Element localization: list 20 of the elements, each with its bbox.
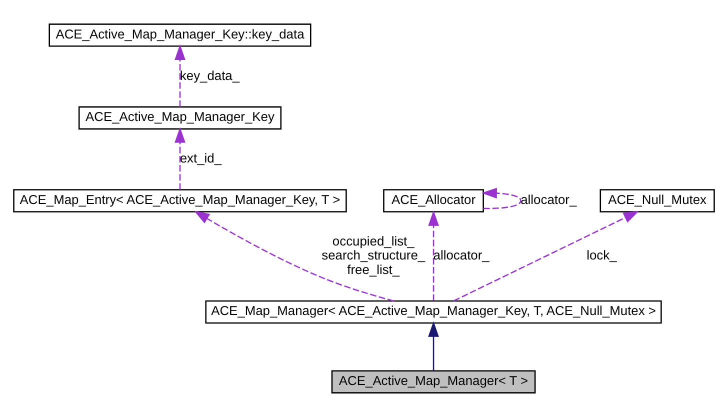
node-box: ACE_Active_Map_Manager_Key bbox=[78, 106, 282, 130]
edge-label: key_data_ bbox=[180, 67, 240, 82]
arrow bbox=[194, 210, 394, 302]
node-box: ACE_Map_Manager< ACE_Active_Map_Manager_Key, T, ACE_Null_Mutex > bbox=[205, 300, 662, 324]
node-box: ACE_Active_Map_Manager_Key::key_data bbox=[48, 23, 312, 46]
node-box: ACE_Active_Map_Manager< T > bbox=[331, 370, 536, 393]
arrow bbox=[454, 210, 640, 301]
node-box: ACE_Allocator bbox=[383, 188, 484, 212]
arrow bbox=[481, 187, 522, 209]
edge-label: occupied_list_ search_structure_ free_list_ bbox=[322, 232, 426, 276]
arrow bbox=[174, 44, 186, 106]
edge-label: lock_ bbox=[586, 247, 617, 262]
arrow bbox=[428, 210, 439, 300]
arrow bbox=[428, 320, 439, 370]
arrow bbox=[174, 126, 186, 190]
edge-label: ext_id_ bbox=[180, 150, 222, 166]
node-box: ACE_Null_Mutex bbox=[600, 188, 715, 212]
edge-label: allocator_ bbox=[433, 247, 490, 262]
edge-label: allocator_ bbox=[520, 191, 577, 206]
node-box: ACE_Map_Entry< ACE_Active_Map_Manager_Key, T > bbox=[13, 188, 347, 212]
